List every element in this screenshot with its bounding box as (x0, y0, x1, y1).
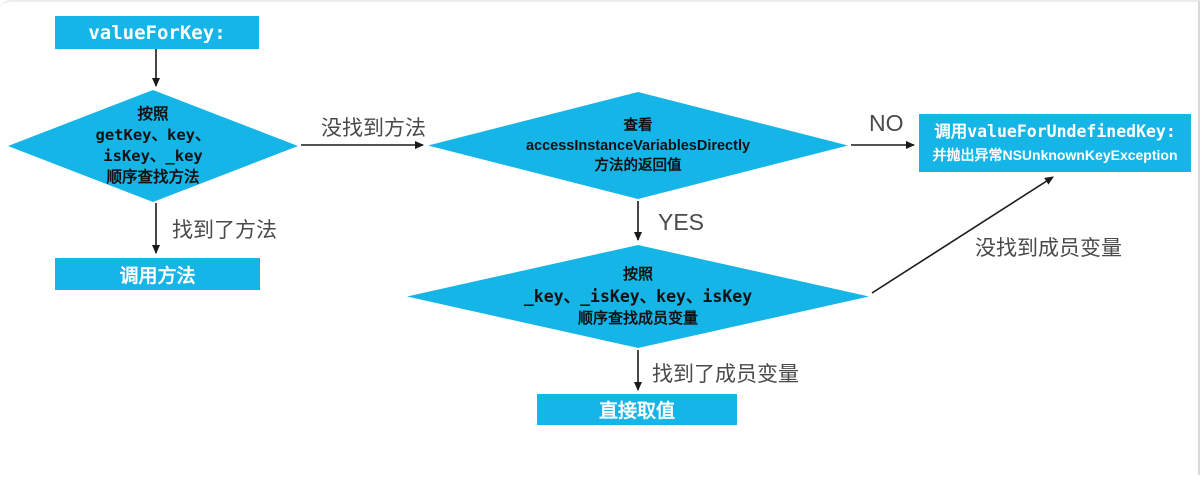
edge-label-found-method: 找到了方法 (172, 219, 277, 242)
node-line: 按照 (137, 106, 169, 123)
edge-label-not-found-method: 没找到方法 (321, 117, 426, 140)
edge-label-no: NO (869, 110, 904, 136)
node-line: 方法的返回值 (594, 157, 682, 174)
edge-label-yes: YES (658, 209, 705, 235)
edge-label-not-found-ivar: 没找到成员变量 (975, 237, 1122, 260)
node-undefined-key-exception: 调用valueForUndefinedKey: 并抛出异常NSUnknownKe… (919, 114, 1191, 172)
node-line: 调用valueForUndefinedKey: (934, 122, 1176, 141)
node-direct-value: 直接取值 (537, 394, 737, 425)
node-line: _key、_isKey、key、isKey (523, 286, 753, 306)
node-ivar-search-diamond: 按照 _key、_isKey、key、isKey 顺序查找成员变量 (407, 245, 869, 348)
node-line: 顺序查找成员变量 (577, 309, 698, 327)
node-line: isKey、_key (103, 147, 203, 165)
node-line: 并抛出异常NSUnknownKeyException (932, 147, 1178, 163)
node-line: 查看 (623, 117, 653, 134)
node-invoke-method: 调用方法 (55, 258, 260, 290)
node-valueforkey: valueForKey: (55, 16, 259, 49)
node-line: accessInstanceVariablesDirectly (525, 137, 751, 154)
node-line: 按照 (622, 265, 653, 283)
edge-label-found-ivar: 找到了成员变量 (652, 363, 799, 386)
node-method-search-diamond: 按照 getKey、key、 isKey、_key 顺序查找方法 (8, 90, 298, 202)
node-line: 顺序查找方法 (106, 169, 200, 186)
node-check-accessor-diamond: 查看 accessInstanceVariablesDirectly 方法的返回… (428, 92, 848, 199)
node-line: getKey、key、 (95, 126, 211, 144)
